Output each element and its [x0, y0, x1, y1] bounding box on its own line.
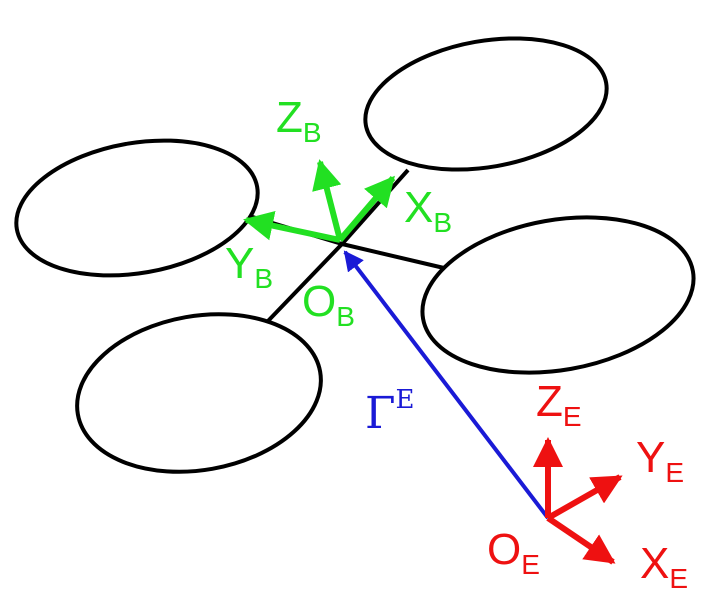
- arm-rear-left: [266, 242, 344, 323]
- body-z-axis-label: ZB: [276, 93, 322, 148]
- body-y-axis-arrow: [243, 210, 341, 243]
- body-frame-labels: ZB XB YB OB: [225, 93, 452, 332]
- body-x-axis-label: XB: [404, 183, 452, 238]
- rotor-rear-left: [75, 312, 323, 474]
- body-y-axis-label: YB: [225, 239, 273, 294]
- earth-y-axis-arrow: [546, 474, 623, 521]
- rotors: [14, 36, 696, 474]
- rotor-front-right: [363, 36, 609, 172]
- arm-front-right: [340, 168, 410, 246]
- position-vector-label: ΓE: [365, 385, 415, 439]
- earth-origin-label: OE: [487, 525, 540, 580]
- earth-frame-labels: ZE YE OE XE: [487, 377, 688, 594]
- earth-z-axis-label: ZE: [536, 377, 582, 432]
- body-z-axis-arrow: [312, 159, 343, 241]
- earth-y-axis-label: YE: [636, 433, 684, 488]
- position-vector-arrow: [343, 250, 550, 520]
- earth-frame-axes: [533, 437, 623, 565]
- body-x-axis-arrow: [337, 175, 396, 242]
- body-origin-label: OB: [302, 277, 355, 332]
- arm-rear-right: [341, 242, 445, 270]
- earth-x-axis-arrow: [546, 515, 616, 565]
- rotor-front-left: [14, 138, 260, 278]
- earth-x-axis-label: XE: [640, 539, 688, 594]
- rotor-rear-right: [420, 215, 696, 375]
- body-frame-axes: [243, 159, 396, 243]
